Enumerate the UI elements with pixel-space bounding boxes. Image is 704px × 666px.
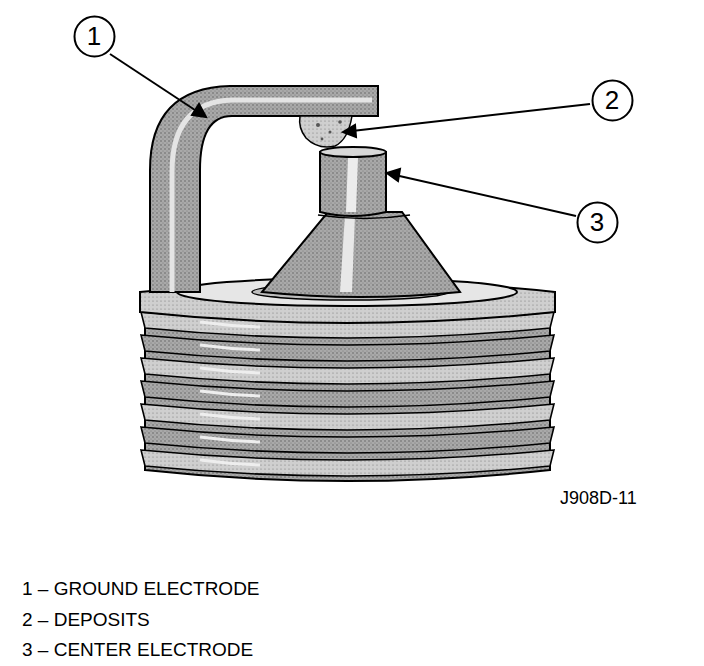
thread: [141, 358, 554, 384]
thread-body: [141, 300, 554, 481]
thread-highlight: [200, 437, 260, 442]
ground-electrode: [150, 86, 378, 292]
callout-circle: 1: [73, 15, 116, 58]
callout-circle: 3: [576, 201, 619, 244]
thread-highlight: [200, 322, 260, 327]
thread: [141, 381, 554, 407]
figure-code: J908D-11: [560, 488, 637, 509]
legend-line: 2 – DEPOSITS: [22, 609, 150, 631]
callout-number: 1: [87, 21, 101, 52]
thread: [141, 450, 554, 476]
callout-number: 3: [590, 207, 604, 238]
callout-circle: 2: [591, 79, 634, 122]
thread-highlight: [200, 460, 260, 465]
thread-highlight: [200, 414, 260, 419]
center-electrode: [320, 152, 386, 216]
ground-electrode-highlight: [172, 100, 372, 292]
callout-number: 2: [605, 85, 619, 116]
deposit-specks: [316, 120, 342, 140]
insulator-highlight: [340, 214, 355, 292]
thread-highlight: [200, 391, 260, 396]
legend-line: 3 – CENTER ELECTRODE: [22, 639, 253, 661]
thread: [141, 427, 554, 453]
center-electrode-top: [320, 147, 386, 157]
thread: [141, 335, 554, 361]
thread-highlight: [200, 368, 260, 373]
legend-line: 1 – GROUND ELECTRODE: [22, 578, 260, 600]
thread-highlight: [200, 345, 260, 350]
insulator-tip: [262, 212, 460, 297]
electrode-highlight: [346, 158, 358, 212]
thread: [141, 404, 554, 430]
leader-lines: [110, 54, 590, 216]
